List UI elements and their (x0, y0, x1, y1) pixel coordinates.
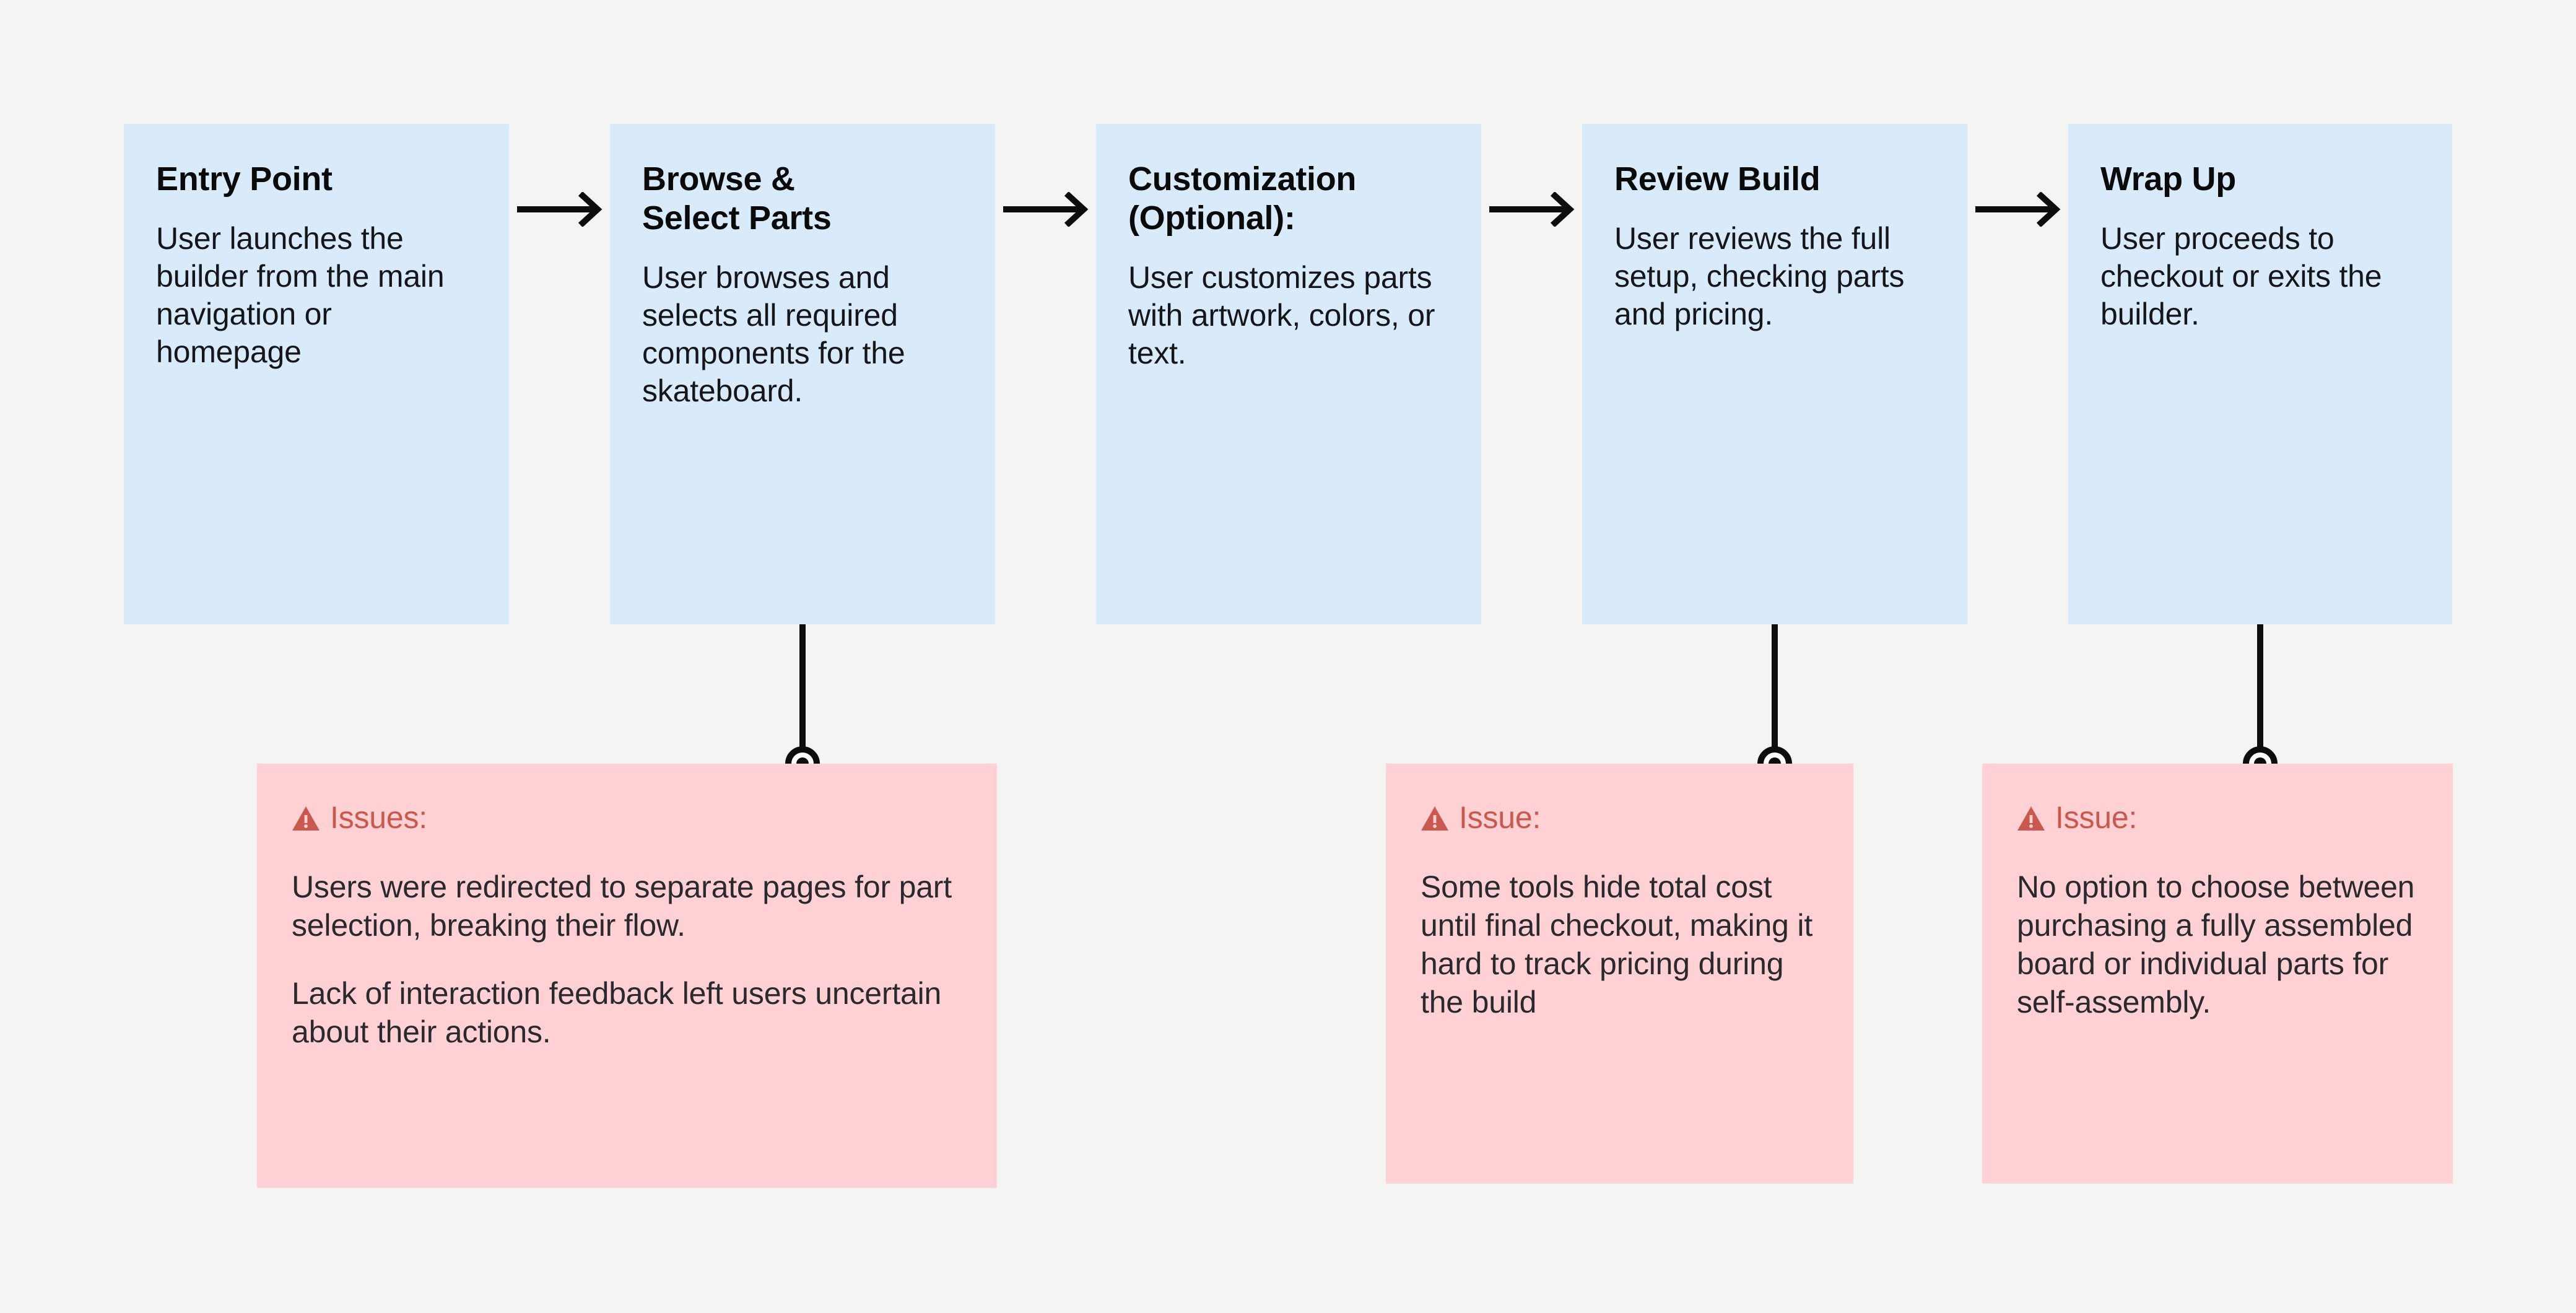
stage-description: User proceeds to checkout or exits the b… (2100, 221, 2382, 332)
stage-description: User browses and selects all required co… (642, 260, 905, 409)
stage-card-customization[interactable]: Customization (Optional): User customize… (1096, 124, 1481, 624)
stage-card-review-build[interactable]: Review Build User reviews the full setup… (1582, 124, 1967, 624)
issue-header: Issue: (1421, 802, 1819, 833)
issue-card-review-build[interactable]: Issue: Some tools hide total cost until … (1386, 764, 1853, 1184)
warning-triangle-icon (1421, 805, 1449, 833)
issue-label: Issue: (2055, 800, 2138, 835)
issue-card-browse-select-parts[interactable]: Issues: Users were redirected to separat… (257, 764, 997, 1188)
issue-header: Issues: (292, 802, 962, 833)
stage-description: User customizes parts with artwork, colo… (1128, 260, 1435, 371)
stage-title: Wrap Up (2100, 160, 2236, 198)
stage-card-browse-select-parts[interactable]: Browse & Select Parts User browses and s… (610, 124, 995, 624)
stage-description: User reviews the full setup, checking pa… (1614, 221, 1905, 332)
arrow-right-icon (517, 192, 603, 227)
warning-triangle-icon (2017, 805, 2045, 833)
issue-card-wrap-up[interactable]: Issue: No option to choose between purch… (1982, 764, 2453, 1184)
connector-line-wrap-up (2257, 624, 2263, 764)
stage-card-entry-point[interactable]: Entry Point User launches the builder fr… (124, 124, 509, 624)
issue-paragraph: Some tools hide total cost until final c… (1421, 870, 1813, 1019)
issue-paragraph: Lack of interaction feedback left users … (292, 976, 942, 1049)
arrow-right-icon (1489, 192, 1575, 227)
warning-triangle-icon (292, 805, 320, 833)
stage-title: Browse & Select Parts (642, 160, 832, 237)
connector-line-review-build (1772, 624, 1778, 764)
stage-title: Customization (Optional): (1128, 160, 1357, 237)
issue-label: Issue: (1459, 800, 1541, 835)
arrow-right-icon (1975, 192, 2061, 227)
connector-line-browse-select-parts (799, 624, 806, 764)
issue-paragraph: Users were redirected to separate pages … (292, 870, 952, 943)
arrow-right-icon (1003, 192, 1089, 227)
stage-title: Review Build (1614, 160, 1821, 198)
issue-header: Issue: (2017, 802, 2418, 833)
stage-title: Entry Point (156, 160, 333, 198)
issue-paragraph: No option to choose between purchasing a… (2017, 870, 2415, 1019)
issue-label: Issues: (330, 800, 427, 835)
stage-description: User launches the builder from the main … (156, 221, 445, 370)
stage-card-wrap-up[interactable]: Wrap Up User proceeds to checkout or exi… (2068, 124, 2452, 624)
